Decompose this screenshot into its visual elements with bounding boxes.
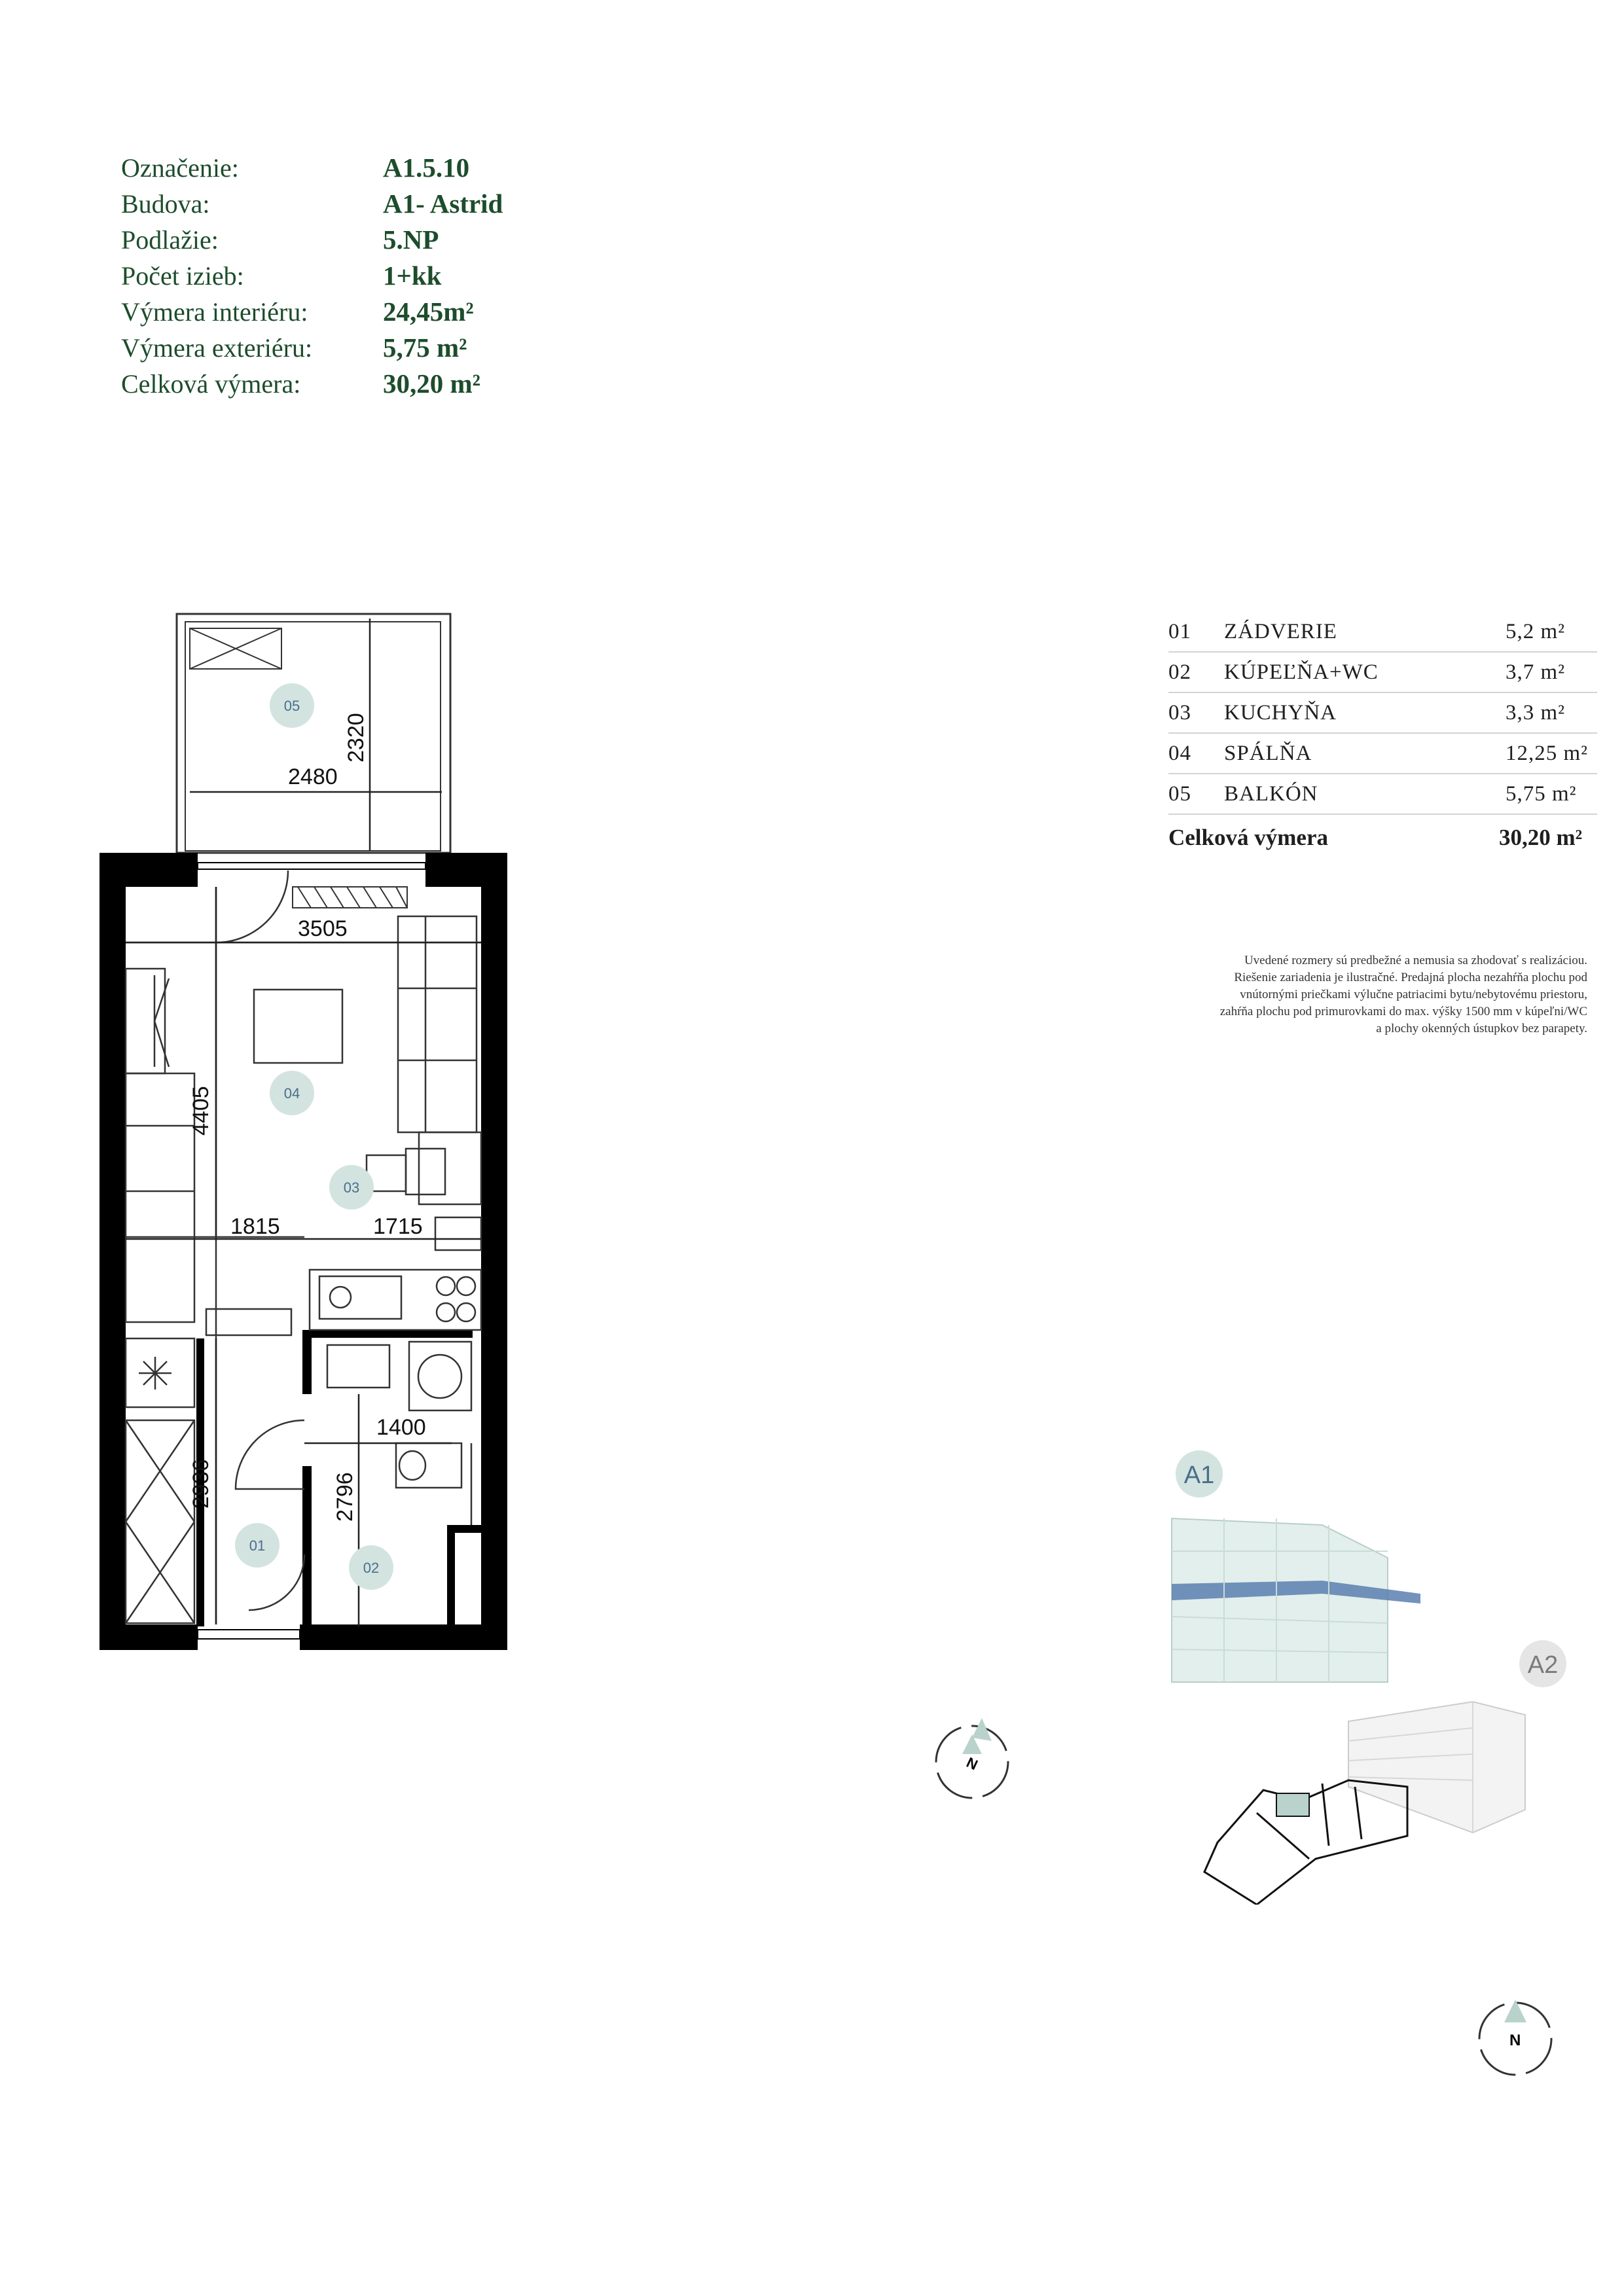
room-tag-01: 01: [249, 1537, 265, 1554]
north-label: N: [964, 1754, 981, 1773]
room-number: 03: [1168, 700, 1191, 725]
north-arrow-icon: [972, 1718, 992, 1741]
info-label: Výmera exteriéru:: [121, 333, 313, 363]
info-row: Výmera interiéru: 24,45m²: [121, 296, 503, 332]
disclaimer-note: Uvedené rozmery sú predbežné a nemusia s…: [1146, 952, 1587, 1037]
info-value: 5.NP: [383, 224, 439, 255]
info-value: 24,45m²: [383, 296, 474, 327]
selected-floor-highlight: [1172, 1581, 1420, 1604]
room-row: 05 BALKÓN 5,75 m²: [1168, 774, 1597, 815]
dimension-label: 1400: [376, 1415, 426, 1440]
dimension-label: 2480: [288, 764, 338, 789]
dimension-label: 2320: [344, 713, 369, 762]
info-label: Podlažie:: [121, 225, 219, 255]
dimension-label: 1815: [230, 1214, 280, 1239]
room-area: 5,2 m²: [1506, 619, 1566, 643]
info-value: 5,75 m²: [383, 332, 467, 363]
room-name: BALKÓN: [1224, 781, 1318, 806]
room-name: ZÁDVERIE: [1224, 619, 1337, 643]
room-name: KÚPEĽŇA+WC: [1224, 660, 1379, 684]
info-row: Výmera exteriéru: 5,75 m²: [121, 332, 503, 368]
room-area: 3,7 m²: [1506, 660, 1566, 684]
room-number: 04: [1168, 741, 1191, 765]
room-name: SPÁLŇA: [1224, 741, 1312, 765]
outer-walls: [99, 853, 507, 1650]
info-label: Počet izieb:: [121, 261, 244, 291]
dimension-label: 1715: [373, 1214, 423, 1239]
north-label: N: [1509, 2032, 1521, 2049]
note-line: zahŕňa plochu pod primurovkami do max. v…: [1219, 1005, 1587, 1018]
dimension-label: 3505: [298, 916, 348, 941]
info-value: A1- Astrid: [383, 188, 503, 219]
interior-lines: [124, 870, 482, 1624]
building-a1: [1171, 1517, 1388, 1683]
note-line: a plochy okenných ústupkov bez parapety.: [1376, 1022, 1587, 1035]
room-tags: 05 04 03 01 02: [235, 683, 393, 1590]
room-table: 01 ZÁDVERIE 5,2 m² 02 KÚPEĽŇA+WC 3,7 m² 03 KU…: [1168, 612, 1597, 861]
dimension-label: 4405: [189, 1086, 213, 1136]
info-label: Celková výmera:: [121, 369, 301, 399]
info-label: Budova:: [121, 189, 210, 219]
info-row: Budova: A1- Astrid: [121, 188, 503, 224]
dimension-label: 2796: [333, 1472, 357, 1522]
info-label: Výmera interiéru:: [121, 297, 308, 327]
total-value: 30,20 m²: [1499, 825, 1583, 850]
info-value: A1.5.10: [383, 152, 470, 183]
info-row: Podlažie: 5.NP: [121, 224, 503, 260]
note-line: Riešenie zariadenia je ilustračné. Preda…: [1234, 971, 1587, 984]
info-row: Celková výmera: 30,20 m²: [121, 368, 503, 404]
room-area: 3,3 m²: [1506, 700, 1566, 725]
info-label: Označenie:: [121, 153, 239, 183]
room-tag-02: 02: [363, 1560, 379, 1576]
info-value: 1+kk: [383, 260, 442, 291]
room-row: 04 SPÁLŇA 12,25 m²: [1168, 734, 1597, 774]
info-row: Počet izieb: 1+kk: [121, 260, 503, 296]
dimension-texts: 2480 2320 3505 4405 1815 1715 1400 2936 …: [189, 713, 426, 1522]
info-value: 30,20 m²: [383, 368, 480, 399]
room-number: 02: [1168, 660, 1191, 684]
site-plan: [1203, 1779, 1409, 1905]
building-a2-marker: [1519, 1640, 1566, 1687]
note-line: Uvedené rozmery sú predbežné a nemusia s…: [1244, 954, 1587, 967]
building-a2-label: A2: [1528, 1651, 1558, 1679]
building-a1-marker: [1176, 1450, 1223, 1498]
room-number: 01: [1168, 619, 1191, 643]
apartment-info: Označenie: A1.5.10 Budova: A1- Astrid Podl…: [121, 152, 503, 404]
floor-plan: 2480 2320 3505 4405 1815 1715 1400 2936 …: [99, 613, 507, 1650]
dimension-lines: [126, 619, 481, 1626]
building-a1-label: A1: [1184, 1462, 1214, 1489]
dimension-label: 2936: [189, 1459, 213, 1509]
room-name: KUCHYŇA: [1224, 700, 1337, 725]
north-arrow-icon: [1504, 2000, 1526, 2022]
info-row: Označenie: A1.5.10: [121, 152, 503, 188]
room-number: 05: [1168, 781, 1191, 806]
room-row: 01 ZÁDVERIE 5,2 m²: [1168, 612, 1597, 653]
building-a2: [1348, 1700, 1526, 1834]
compass-rose: N: [935, 1718, 1009, 1799]
note-line: vnútornými priečkami výlučne patriacimi …: [1240, 988, 1587, 1001]
total-row: Celková výmera 30,20 m²: [1168, 815, 1597, 861]
balcony: [175, 613, 452, 854]
room-tag-03: 03: [344, 1179, 359, 1196]
room-area: 5,75 m²: [1506, 781, 1577, 806]
building-illustration: A1 A2: [1171, 1450, 1566, 1905]
room-area: 12,25 m²: [1506, 741, 1589, 765]
room-row: 02 KÚPEĽŇA+WC 3,7 m²: [1168, 653, 1597, 693]
total-label: Celková výmera: [1168, 825, 1328, 850]
room-row: 03 KUCHYŇA 3,3 m²: [1168, 693, 1597, 734]
compass-rose-site: N: [1478, 2000, 1553, 2076]
room-tag-04: 04: [284, 1085, 300, 1102]
room-tag-05: 05: [284, 698, 300, 714]
